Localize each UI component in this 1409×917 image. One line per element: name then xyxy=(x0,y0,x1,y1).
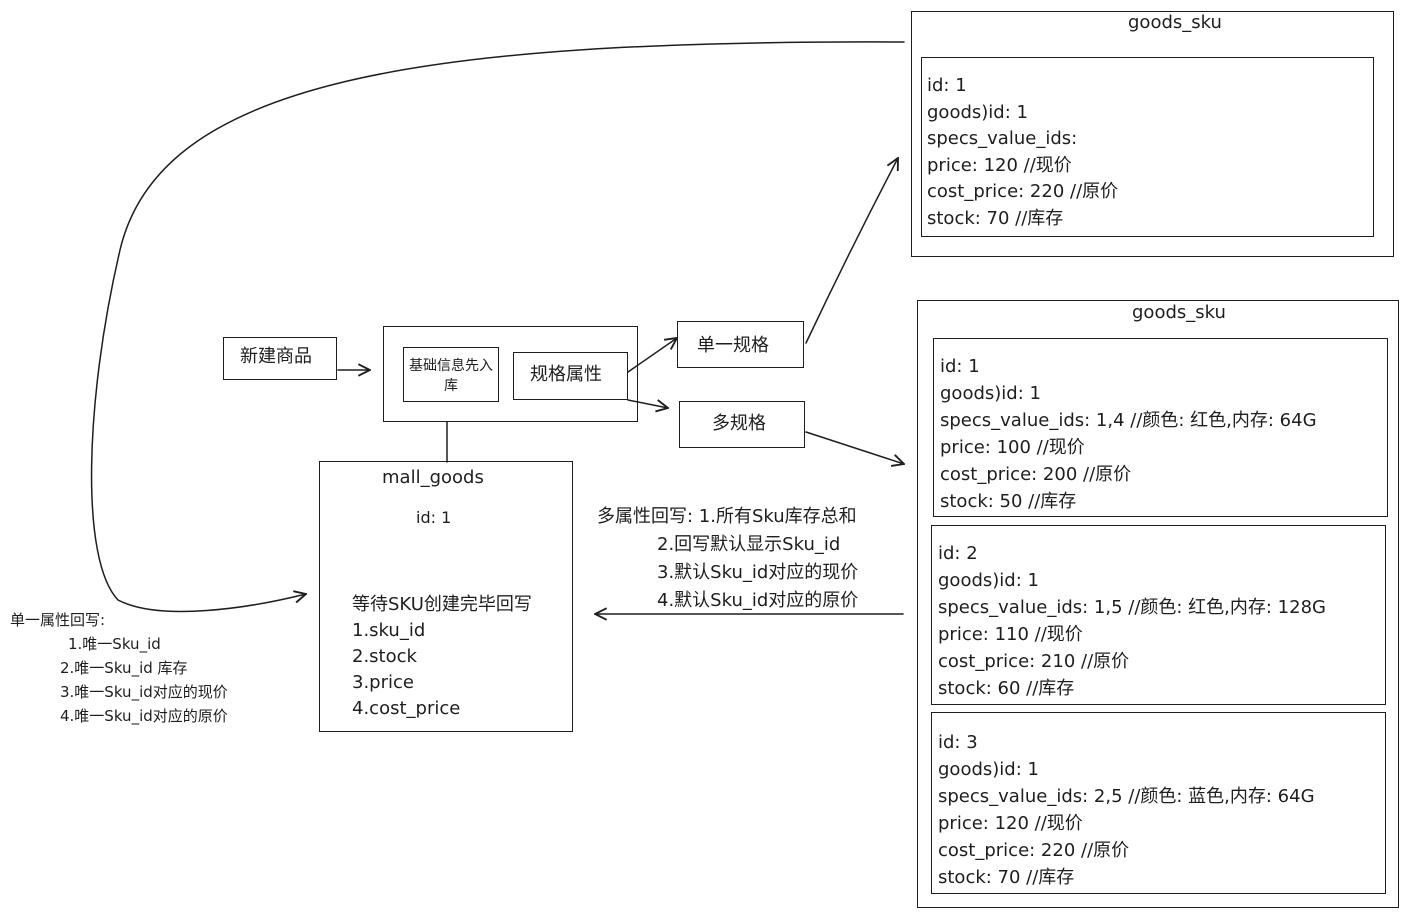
sku-single-table xyxy=(911,11,1394,257)
spec-attr-label: 规格属性 xyxy=(530,364,602,385)
goods-create-group xyxy=(383,326,638,422)
multi-writeback-line: 4.默认Sku_id对应的原价 xyxy=(657,590,859,611)
sku-single-record xyxy=(921,57,1374,237)
sku-multi-record-3 xyxy=(931,712,1386,894)
sku-field: specs_value_ids: 2,5 //颜色: 蓝色,内存: 64G xyxy=(938,786,1315,807)
sku-field: price: 120 //现价 xyxy=(927,154,1072,176)
single-writeback-line: 1.唯一Sku_id xyxy=(68,635,161,653)
sku-field: specs_value_ids: xyxy=(927,128,1078,150)
mall-goods-line: 2.stock xyxy=(352,646,417,667)
mall-goods-table xyxy=(319,461,573,732)
sku-field: stock: 70 //库存 xyxy=(927,207,1064,229)
sku-multi-record-2-fields: id: 2 goods)id: 1 specs_value_ids: 1,5 /… xyxy=(938,540,1326,702)
sku-single-record-fields: id: 1 goods)id: 1 specs_value_ids: price… xyxy=(927,73,1118,233)
new-goods-label: 新建商品 xyxy=(240,346,312,367)
arrow-writeback-single xyxy=(90,41,905,613)
sku-single-title: goods_sku xyxy=(1128,12,1222,33)
sku-multi-record-1 xyxy=(933,338,1388,517)
arrow-multi-to-sku xyxy=(805,431,904,464)
sku-field: specs_value_ids: 1,4 //颜色: 红色,内存: 64G xyxy=(940,410,1317,431)
arrow-single-to-sku xyxy=(805,158,898,344)
multi-writeback-line: 3.默认Sku_id对应的现价 xyxy=(657,562,859,583)
mall-goods-title: mall_goods xyxy=(382,467,484,488)
sku-field: stock: 60 //库存 xyxy=(938,678,1075,699)
single-writeback-line: 3.唯一Sku_id对应的现价 xyxy=(60,683,228,701)
mall-goods-line: 4.cost_price xyxy=(352,698,461,719)
single-spec-label: 单一规格 xyxy=(697,335,769,356)
spec-attr-node xyxy=(513,352,628,400)
sku-field: cost_price: 220 //原价 xyxy=(938,840,1130,861)
single-spec-node xyxy=(677,321,804,368)
sku-multi-title: goods_sku xyxy=(1132,302,1226,323)
basic-info-node xyxy=(403,347,499,402)
basic-info-label: 基础信息先入库 xyxy=(409,358,493,394)
sku-field: cost_price: 210 //原价 xyxy=(938,651,1130,672)
mall-goods-writeback-list: 等待SKU创建完毕回写 1.sku_id 2.stock 3.price 4.c… xyxy=(352,592,532,722)
multi-spec-label: 多规格 xyxy=(712,413,766,434)
sku-field: goods)id: 1 xyxy=(940,383,1041,404)
single-writeback-note: 单一属性回写: 1.唯一Sku_id 2.唯一Sku_id 库存 3.唯一Sku… xyxy=(10,608,228,728)
sku-field: specs_value_ids: 1,5 //颜色: 红色,内存: 128G xyxy=(938,597,1326,618)
multi-spec-node xyxy=(679,401,805,448)
single-writeback-line: 2.唯一Sku_id 库存 xyxy=(60,659,188,677)
sku-field: cost_price: 220 //原价 xyxy=(927,181,1119,203)
multi-writeback-note: 多属性回写: 1.所有Sku库存总和 2.回写默认显示Sku_id 3.默认Sk… xyxy=(597,503,858,615)
sku-field: goods)id: 1 xyxy=(927,101,1028,123)
sku-field: stock: 70 //库存 xyxy=(938,867,1075,888)
multi-writeback-line: 2.回写默认显示Sku_id xyxy=(657,534,841,555)
mall-goods-line: 1.sku_id xyxy=(352,620,426,641)
sku-field: price: 120 //现价 xyxy=(938,813,1083,834)
sku-multi-record-1-fields: id: 1 goods)id: 1 specs_value_ids: 1,4 /… xyxy=(940,353,1317,515)
multi-writeback-heading: 多属性回写: 1.所有Sku库存总和 xyxy=(597,506,857,527)
new-goods-node xyxy=(223,337,337,380)
mall-goods-line: 3.price xyxy=(352,672,414,693)
sku-field: id: 2 xyxy=(938,543,978,564)
mall-goods-line: 等待SKU创建完毕回写 xyxy=(352,594,532,615)
sku-field: price: 100 //现价 xyxy=(940,437,1085,458)
sku-multi-record-2 xyxy=(931,525,1386,705)
single-writeback-line: 4.唯一Sku_id对应的原价 xyxy=(60,707,228,725)
sku-multi-table xyxy=(917,300,1399,908)
arrow-spec-to-single xyxy=(627,338,677,373)
sku-field: goods)id: 1 xyxy=(938,759,1039,780)
sku-field: id: 3 xyxy=(938,732,978,753)
mall-goods-id: id: 1 xyxy=(416,508,452,527)
sku-field: price: 110 //现价 xyxy=(938,624,1083,645)
sku-field: cost_price: 200 //原价 xyxy=(940,464,1132,485)
sku-field: id: 1 xyxy=(927,75,967,96)
sku-multi-record-3-fields: id: 3 goods)id: 1 specs_value_ids: 2,5 /… xyxy=(938,729,1315,891)
sku-field: goods)id: 1 xyxy=(938,570,1039,591)
sku-field: stock: 50 //库存 xyxy=(940,491,1077,512)
sku-field: id: 1 xyxy=(940,356,980,377)
single-writeback-heading: 单一属性回写: xyxy=(10,611,106,629)
arrow-spec-to-multi xyxy=(627,399,668,408)
